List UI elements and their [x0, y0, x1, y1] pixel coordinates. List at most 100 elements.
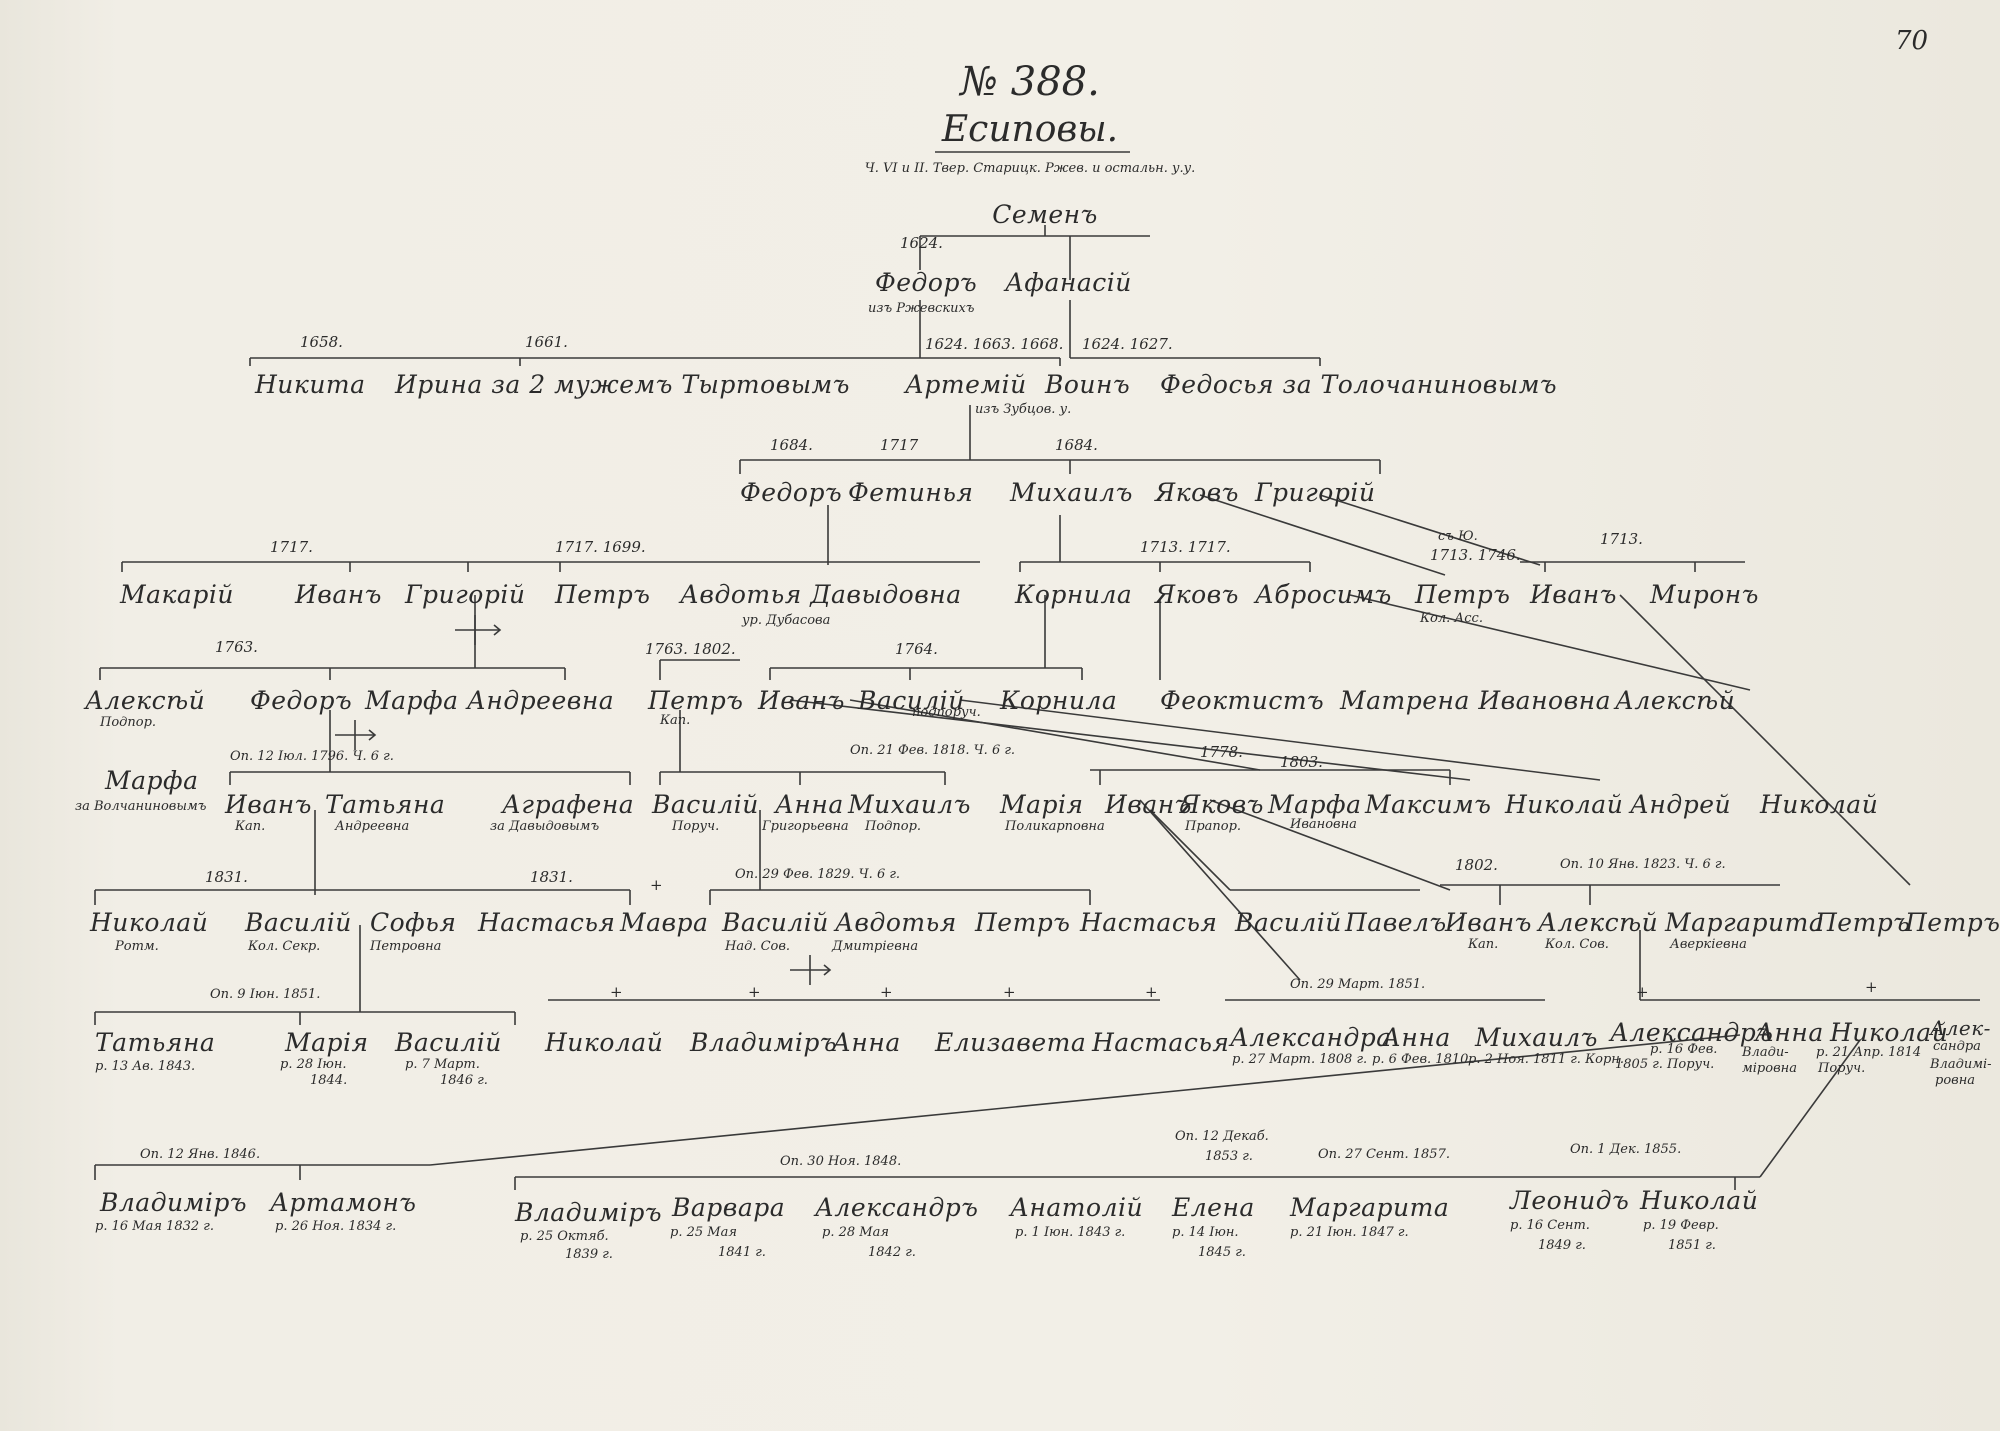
date-gen5-1: 1763.: [215, 638, 258, 656]
note-nikolay-gen9-2: 1851 г.: [1668, 1238, 1716, 1253]
person-tatyana-gen6: Татьяна: [325, 790, 446, 819]
person-petr-gen5: Петръ: [648, 686, 744, 715]
note-vasily2-gen7: Над. Сов.: [725, 939, 791, 954]
person-aleksandra2-gen8: Алек-: [1930, 1016, 1991, 1040]
person-agrafena: Аграфена: [502, 790, 635, 819]
date-1661: 1661.: [525, 333, 568, 351]
person-aleksandra-gen8: Александра: [1230, 1023, 1392, 1052]
note-aleksandr-gen9: р. 28 Мая: [822, 1225, 889, 1240]
date-gen4-3: 1713. 1717.: [1140, 538, 1231, 556]
person-mikhail-gen6: Михаилъ: [848, 790, 971, 819]
note-artamon: р. 26 Ноя. 1834 г.: [275, 1219, 397, 1234]
date-gen6-2: 1803.: [1280, 753, 1323, 771]
note-nikolay-gen7: Ротм.: [115, 939, 159, 954]
note-mikhail-gen8: р. 2 Ноя. 1811 г. Корн.: [1468, 1052, 1624, 1067]
person-aleksandr-gen9: Александръ: [815, 1193, 979, 1222]
person-fedor: Федоръ: [875, 268, 978, 297]
note-aleksey-gen7: Кол. Сов.: [1545, 937, 1609, 952]
person-artamon: Артамонъ: [270, 1188, 417, 1217]
note-ivan-gen6: Кап.: [235, 819, 266, 834]
person-nastasya-gen7: Настасья: [478, 908, 616, 937]
person-grigory-gen4: Григорій: [405, 580, 526, 609]
cross-mark: +: [1865, 978, 1878, 996]
note-nikolay2-gen8-2: Поруч.: [1818, 1061, 1866, 1076]
person-vladimir-gen9: Владиміръ: [100, 1188, 248, 1217]
note-leonid: р. 16 Сент.: [1510, 1218, 1590, 1233]
note-mikhail-gen6: Подпор.: [865, 819, 922, 834]
note-anna-gen6: Григорьевна: [762, 819, 849, 834]
person-avdotya: Авдотья Давыдовна: [680, 580, 962, 609]
note-yakov-gen6: Прапор.: [1185, 819, 1242, 834]
note-varvara: р. 25 Мая: [670, 1225, 737, 1240]
note-tatyana-gen6: Андреевна: [335, 819, 410, 834]
person-fedor-gen3: Федоръ: [740, 478, 843, 507]
note-gen9-1: Оп. 12 Янв. 1846.: [140, 1147, 261, 1162]
person-elena: Елена: [1172, 1193, 1255, 1222]
cross-mark: +: [650, 876, 663, 894]
person-vasily-gen6: Василій: [652, 790, 759, 819]
person-nikolay-gen6: Николай: [1505, 790, 1624, 819]
note-avdotya-gen7: Дмитріевна: [832, 939, 919, 954]
person-fetinya: Фетинья: [848, 478, 974, 507]
date-gen3-2: 1717: [880, 436, 919, 454]
note-mariya-gen6: Поликарповна: [1005, 819, 1105, 834]
person-ivan2-gen4: Иванъ: [1530, 580, 1617, 609]
note-ivan-gen7: Кап.: [1468, 937, 1499, 952]
family-name: Есиповы.: [941, 109, 1119, 150]
person-vasily-gen5: Василій: [858, 686, 965, 715]
note-fedor: изъ Ржевскихъ: [868, 301, 975, 316]
note-aleksandra2-gen8-2: ровна: [1935, 1073, 1976, 1088]
note-gen9-5: Оп. 1 Дек. 1855.: [1570, 1142, 1682, 1157]
note-anna2-gen8: р. 6 Фев. 1810.: [1372, 1052, 1473, 1067]
note-avdotya: ур. Дубасова: [742, 613, 831, 628]
person-aleksandra2-gen8-b: сандра: [1933, 1039, 1981, 1054]
note-gen6-1: Оп. 12 Іюл. 1796. Ч. 6 г.: [230, 749, 394, 764]
note-vasily-gen6: Поруч.: [672, 819, 720, 834]
document-title: № 388.: [960, 59, 1100, 105]
date-gen4-1: 1717.: [270, 538, 313, 556]
person-margarita-gen7: Маргарита: [1665, 908, 1825, 937]
person-anna2-gen8: Анна: [1382, 1023, 1451, 1052]
date-gen4-5: 1713.: [1600, 530, 1643, 548]
date-gen7-1: 1831.: [205, 868, 248, 886]
person-yakov-gen6: Яковъ: [1180, 790, 1264, 819]
cross-mark: +: [1636, 983, 1649, 1001]
note-margarita-gen7: Аверкіевна: [1670, 937, 1747, 952]
note-marfa2-gen6: Ивановна: [1290, 817, 1357, 832]
date-gen4-2: 1717. 1699.: [555, 538, 646, 556]
note-vladimir2-gen9-2: 1839 г.: [565, 1247, 613, 1262]
person-yakov-gen4: Яковъ: [1155, 580, 1239, 609]
person-aleksey-gen7: Алексѣй: [1538, 908, 1659, 937]
person-vladimir-gen8: Владиміръ: [690, 1028, 838, 1057]
person-petr-gen4: Петръ: [555, 580, 651, 609]
note-gen8-1: Оп. 9 Іюн. 1851.: [210, 987, 321, 1002]
person-aleksey2-gen5: Алексѣй: [1615, 686, 1736, 715]
cross-mark: +: [1003, 983, 1016, 1001]
date-gen4-4: 1713. 1746.: [1430, 546, 1521, 564]
note-petr-gen5: Кап.: [660, 713, 691, 728]
source-note: Ч. VI и II. Твер. Старицк. Ржев. и остал…: [864, 161, 1196, 176]
person-vasily2-gen7: Василій: [722, 908, 829, 937]
person-aleksandr-gen8: Александръ: [1610, 1018, 1774, 1047]
note-gen6-2: Оп. 21 Фев. 1818. Ч. 6 г.: [850, 743, 1016, 758]
person-nikolay2-gen6: Николай: [1760, 790, 1879, 819]
person-matrena: Матрена Ивановна: [1340, 686, 1612, 715]
person-elizaveta: Елизавета: [935, 1028, 1087, 1057]
person-petr-gen7: Петръ: [975, 908, 1071, 937]
person-avdotya-gen7: Авдотья: [835, 908, 957, 937]
date-gen5-2: 1763. 1802.: [645, 640, 736, 658]
person-vasily3-gen7: Василій: [1235, 908, 1342, 937]
person-makary: Макарій: [120, 580, 234, 609]
note-petr2-gen4: Кол. Асс.: [1420, 611, 1483, 626]
note-vladimir2-gen9: р. 25 Октяб.: [520, 1229, 609, 1244]
note-anna3-gen8-2: міровна: [1742, 1061, 1797, 1076]
note-varvara-2: 1841 г.: [718, 1245, 766, 1260]
person-vladimir2-gen9: Владиміръ: [515, 1198, 663, 1227]
person-ivan-gen4: Иванъ: [295, 580, 382, 609]
person-mariya-gen8: Марія: [285, 1028, 369, 1057]
person-fedor-gen5: Федоръ: [250, 686, 353, 715]
note-nikolay2-gen8: р. 21 Апр. 1814: [1816, 1045, 1922, 1060]
note-elena-2: 1845 г.: [1198, 1245, 1246, 1260]
person-sofya: Софья: [370, 908, 457, 937]
person-grigory-gen3: Григорій: [1255, 478, 1376, 507]
